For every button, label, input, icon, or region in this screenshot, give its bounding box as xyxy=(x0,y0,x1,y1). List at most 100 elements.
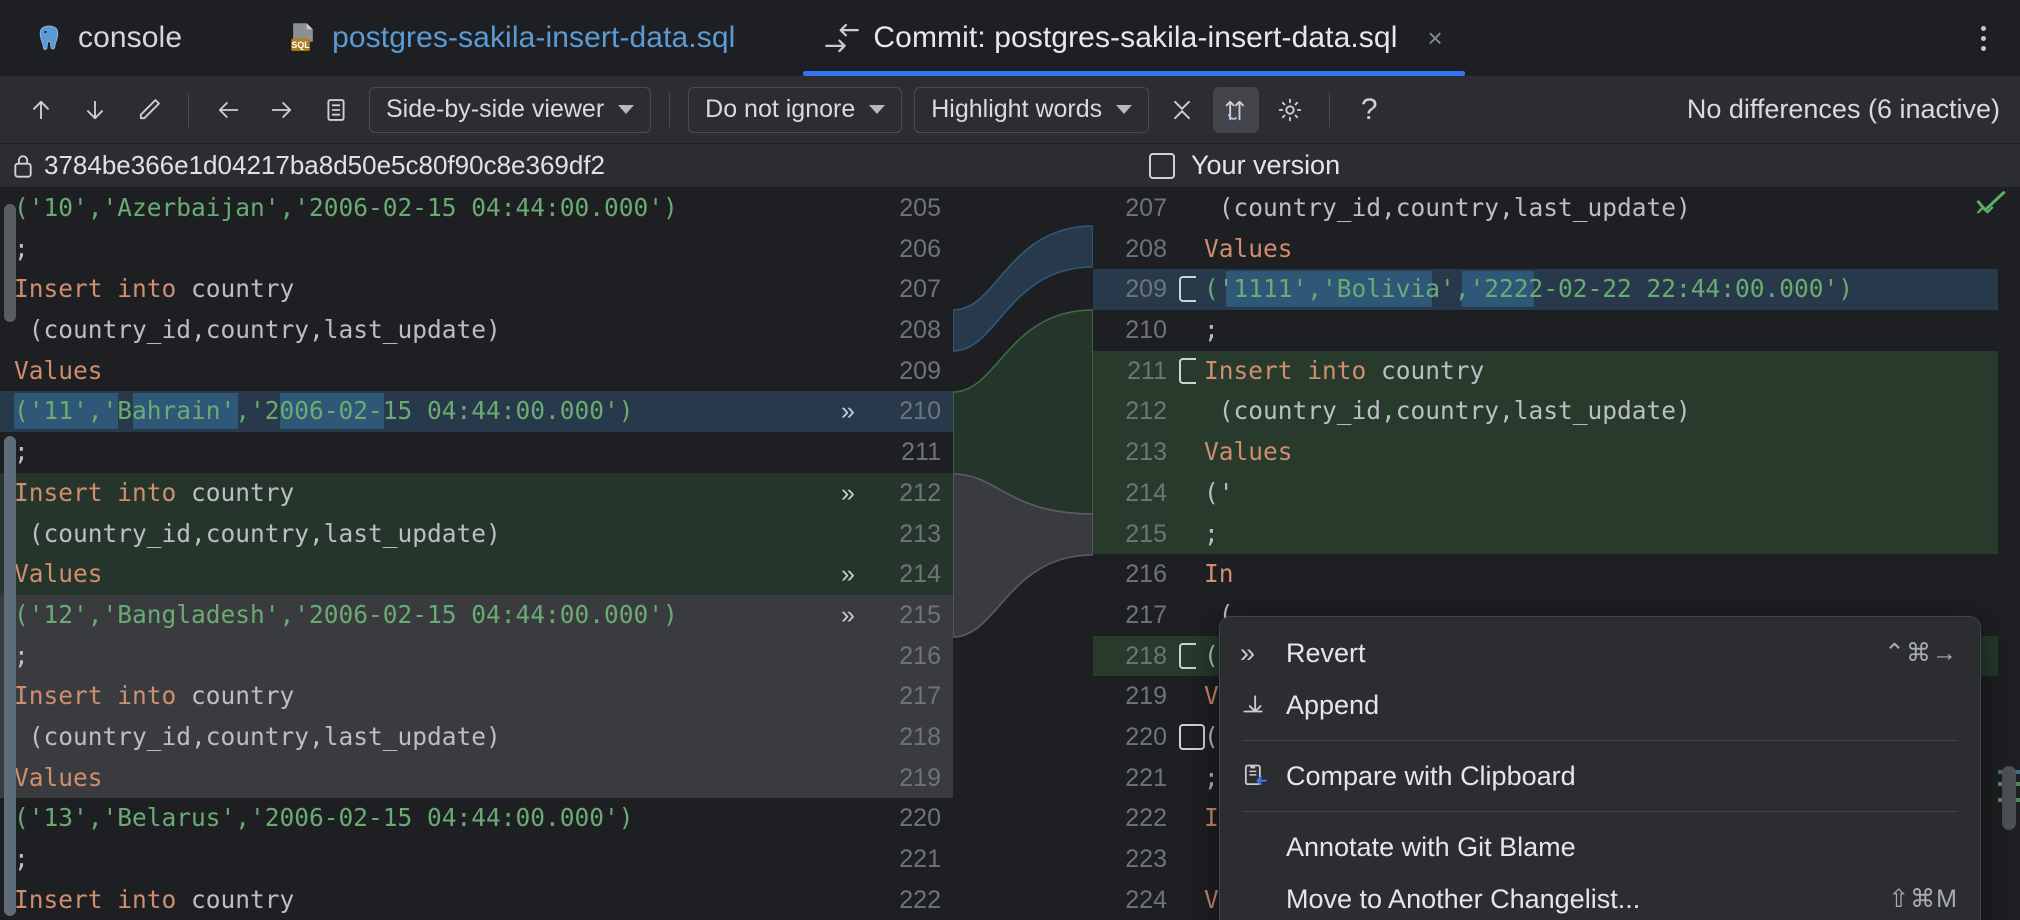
line-number-row[interactable]: 216 xyxy=(1093,554,1213,595)
code-line[interactable]: ; xyxy=(0,839,833,880)
code-line[interactable]: ; xyxy=(1196,758,2020,799)
collapse-unchanged-button[interactable] xyxy=(1159,87,1205,133)
next-difference-button[interactable] xyxy=(72,87,118,133)
edit-button[interactable] xyxy=(126,87,172,133)
code-line[interactable]: Insert into country xyxy=(1196,350,2020,392)
line-number-row[interactable]: 223 xyxy=(1093,839,1213,880)
left-pane-scrollbar[interactable] xyxy=(2,188,18,920)
line-number-row[interactable]: 222 xyxy=(1093,798,1213,839)
line-number-row[interactable]: »212 xyxy=(833,472,953,514)
code-line[interactable]: ; xyxy=(0,229,833,270)
code-line[interactable]: (country_id,country,last_update) xyxy=(0,513,833,555)
revert-chevrons-icon[interactable]: » xyxy=(841,560,855,589)
line-number-row[interactable]: 220 xyxy=(1093,717,1213,758)
line-number-row[interactable]: 209 xyxy=(1093,269,1213,311)
code-line[interactable]: ('13','Belarus','2006-02-15 04:44:00.000… xyxy=(0,798,833,839)
line-number-row[interactable]: 208 xyxy=(833,310,953,351)
line-number-row[interactable]: 211 xyxy=(1093,350,1213,392)
line-number-row[interactable]: »215 xyxy=(833,594,953,636)
scrollbar-thumb[interactable] xyxy=(4,204,16,322)
diff-splitter[interactable] xyxy=(952,188,1094,920)
line-number-row[interactable]: 213 xyxy=(1093,432,1213,473)
menu-item-append[interactable]: Append xyxy=(1220,679,1980,731)
diff-settings-button[interactable] xyxy=(1267,87,1313,133)
marker-bar-thumb[interactable] xyxy=(2002,766,2016,830)
line-number-row[interactable]: 208 xyxy=(1093,229,1213,270)
tab-postgres-sakila-insert-data-sql[interactable]: SQL postgres-sakila-insert-data.sql xyxy=(266,0,757,76)
inspection-ok-icon[interactable] xyxy=(1976,190,2006,216)
line-number-row[interactable]: 217 xyxy=(1093,595,1213,636)
code-line[interactable]: (country_id,country,last_update) xyxy=(0,310,833,351)
line-number-row[interactable]: 207 xyxy=(1093,188,1213,229)
code-line[interactable]: Insert into country xyxy=(0,880,833,920)
code-line[interactable]: ; xyxy=(1196,513,2020,555)
code-line[interactable]: (' xyxy=(1196,472,2020,514)
close-icon[interactable]: × xyxy=(1427,23,1443,53)
line-number-row[interactable]: 207 xyxy=(833,269,953,310)
help-button[interactable]: ? xyxy=(1346,87,1392,133)
code-line[interactable]: ; xyxy=(0,635,833,677)
code-line[interactable]: Values xyxy=(0,554,833,595)
code-line[interactable]: ('12','Bangladesh','2006-02-15 04:44:00.… xyxy=(0,594,833,636)
code-line[interactable]: ('11','Bahrain','2006-02-15 04:44:00.000… xyxy=(0,391,833,433)
toggle-line-status-button[interactable] xyxy=(313,87,359,133)
accept-left-button[interactable] xyxy=(205,87,251,133)
line-number-row[interactable]: 211 xyxy=(833,432,953,473)
line-number-row[interactable]: 220 xyxy=(833,798,953,839)
code-line[interactable]: (country_id,country,last_update) xyxy=(0,716,833,758)
line-number-row[interactable]: 218 xyxy=(1093,635,1213,677)
line-number-row[interactable]: 216 xyxy=(833,635,953,677)
code-line[interactable]: Insert into country xyxy=(0,676,833,717)
line-number-row[interactable]: 221 xyxy=(1093,758,1213,799)
code-line[interactable]: (country_id,country,last_update) xyxy=(1196,188,2020,229)
line-number-row[interactable]: 219 xyxy=(1093,676,1213,717)
line-number-row[interactable]: 217 xyxy=(833,676,953,717)
code-line[interactable]: ; xyxy=(1196,310,2020,351)
viewer-mode-dropdown[interactable]: Side-by-side viewer xyxy=(369,86,652,133)
line-number-row[interactable]: 209 xyxy=(833,351,953,392)
menu-item-compare-with-clipboard[interactable]: Compare with Clipboard xyxy=(1220,750,1980,802)
line-number-row[interactable]: »210 xyxy=(833,391,953,433)
tab-commit-diff[interactable]: Commit: postgres-sakila-insert-data.sql … xyxy=(803,0,1465,76)
code-line[interactable]: ('10','Azerbaijan','2006-02-15 04:44:00.… xyxy=(0,188,833,229)
line-number-row[interactable]: 219 xyxy=(833,757,953,799)
code-line[interactable]: In xyxy=(1196,554,2020,595)
code-line[interactable]: Values xyxy=(1196,432,2020,473)
include-line-checkbox[interactable] xyxy=(1179,723,1205,750)
code-line[interactable]: Insert into country xyxy=(0,269,833,310)
line-number-row[interactable]: 221 xyxy=(833,839,953,880)
left-code-pane[interactable]: ('10','Azerbaijan','2006-02-15 04:44:00.… xyxy=(0,188,833,920)
synchronize-scrolling-button[interactable] xyxy=(1213,86,1260,133)
code-line[interactable]: (country_id,country,last_update) xyxy=(1196,391,2020,433)
line-number-row[interactable]: 205 xyxy=(833,188,953,229)
menu-item-revert[interactable]: »Revert⌃⌘→ xyxy=(1220,627,1980,679)
code-line[interactable]: ; xyxy=(0,432,833,473)
revert-chevrons-icon[interactable]: » xyxy=(841,478,855,507)
code-line[interactable]: Values xyxy=(0,351,833,392)
kebab-menu-icon[interactable] xyxy=(1968,16,1998,60)
line-number-row[interactable]: 212 xyxy=(1093,391,1213,433)
line-number-row[interactable]: 224 xyxy=(1093,880,1213,920)
line-number-row[interactable]: 218 xyxy=(833,716,953,758)
ignore-policy-dropdown[interactable]: Do not ignore xyxy=(688,86,903,133)
code-line[interactable]: Values xyxy=(0,757,833,799)
line-number-row[interactable]: 222 xyxy=(833,880,953,920)
menu-item-move-to-another-changelist[interactable]: Move to Another Changelist...⇧⌘M xyxy=(1220,873,1980,920)
code-line[interactable]: ('1111','Bolivia','2222-02-22 22:44:00.0… xyxy=(1196,269,2020,311)
highlight-mode-dropdown[interactable]: Highlight words xyxy=(914,86,1150,133)
line-number-row[interactable]: 213 xyxy=(833,513,953,555)
scrollbar-range-marker[interactable] xyxy=(4,436,16,916)
tab-console[interactable]: console xyxy=(12,0,204,76)
revert-chevrons-icon[interactable]: » xyxy=(841,600,855,629)
revert-chevrons-icon[interactable]: » xyxy=(841,397,855,426)
accept-right-button[interactable] xyxy=(259,87,305,133)
line-number-row[interactable]: 210 xyxy=(1093,310,1213,351)
right-marker-bar[interactable] xyxy=(1998,188,2020,920)
code-line[interactable]: Values xyxy=(1196,229,2020,270)
menu-item-annotate-with-git-blame[interactable]: Annotate with Git Blame xyxy=(1220,821,1980,873)
line-number-row[interactable]: 214 xyxy=(1093,472,1213,514)
line-number-row[interactable]: 206 xyxy=(833,229,953,270)
previous-difference-button[interactable] xyxy=(18,87,64,133)
line-number-row[interactable]: »214 xyxy=(833,554,953,595)
